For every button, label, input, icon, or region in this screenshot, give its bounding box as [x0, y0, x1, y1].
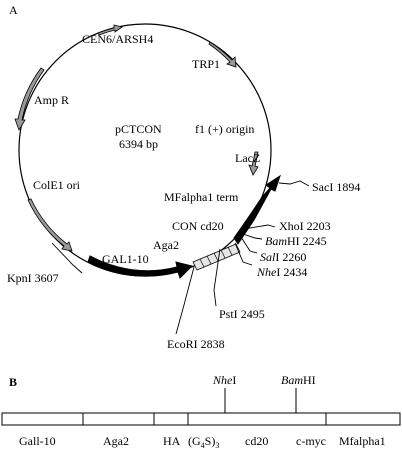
construct-outline — [1, 412, 401, 426]
plasmid-name: pCTCON — [115, 122, 162, 136]
segment-mfalpha: Mfalpha1 — [339, 434, 386, 448]
gal-label: GAL1-10 — [102, 252, 149, 266]
segment-gal: Gall-10 — [19, 434, 56, 448]
insert-hatch — [199, 246, 233, 268]
amp-r-arrow — [14, 67, 45, 131]
bamhi-leader — [242, 233, 263, 240]
segment-g4s: (G4S)3 — [188, 434, 219, 450]
segment-ha: HA — [163, 434, 181, 448]
mfalpha-arrow — [233, 174, 281, 245]
f1-origin-label: f1 (+) origin — [195, 122, 254, 136]
cen6-label: CEN6/ARSH4 — [82, 32, 153, 46]
ecori-leader — [175, 266, 195, 335]
saci-label: SacI 1894 — [312, 180, 360, 194]
segment-cd20: cd20 — [245, 434, 268, 448]
cen6-arrow — [97, 24, 123, 36]
panel-b-label: B — [9, 375, 17, 389]
gal-arrow — [87, 255, 193, 279]
segment-aga2: Aga2 — [103, 434, 129, 448]
mfalpha-label: MFalpha1 term — [164, 190, 239, 204]
kpni-label: KpnI 3607 — [7, 271, 59, 285]
kpni-leader — [51, 242, 83, 274]
plasmid-size: 6394 bp — [119, 137, 158, 151]
bamhi-label: BamHI 2245 — [265, 234, 327, 248]
sali-label: SalI 2260 — [260, 250, 306, 264]
aga2-label: Aga2 — [153, 238, 179, 252]
bamhi-site-label: BamHI — [281, 373, 316, 387]
insert-region — [192, 243, 241, 271]
cole1-label: ColE1 ori — [33, 178, 81, 192]
trp1-arrow — [208, 41, 237, 68]
lacz-label: LacZ — [235, 151, 260, 165]
psti-leader — [213, 248, 221, 307]
sali-leader — [240, 236, 258, 254]
psti-label: PstI 2495 — [219, 307, 265, 321]
insert-box — [192, 243, 241, 271]
segment-cmyc: c-myc — [296, 434, 326, 448]
trp1-label: TRP1 — [192, 57, 220, 71]
nhei-leader — [234, 242, 253, 266]
feature-arrows — [14, 24, 259, 252]
xhoi-leader — [243, 224, 276, 230]
nhei-site-label: NheI — [212, 373, 236, 387]
nhei-label: NheI 2434 — [256, 265, 307, 279]
cole1-arrow — [27, 198, 73, 252]
construct-bar — [1, 412, 401, 426]
con-cd20-label: CON cd20 — [172, 219, 224, 233]
ecori-label: EcoRI 2838 — [167, 337, 225, 351]
amp-r-label: Amp R — [34, 93, 69, 107]
leader-lines — [51, 180, 310, 335]
xhoi-label: XhoI 2203 — [279, 219, 331, 233]
lacz-arrow — [248, 151, 259, 176]
saci-leader — [278, 180, 310, 187]
panel-a-label: A — [9, 3, 18, 17]
